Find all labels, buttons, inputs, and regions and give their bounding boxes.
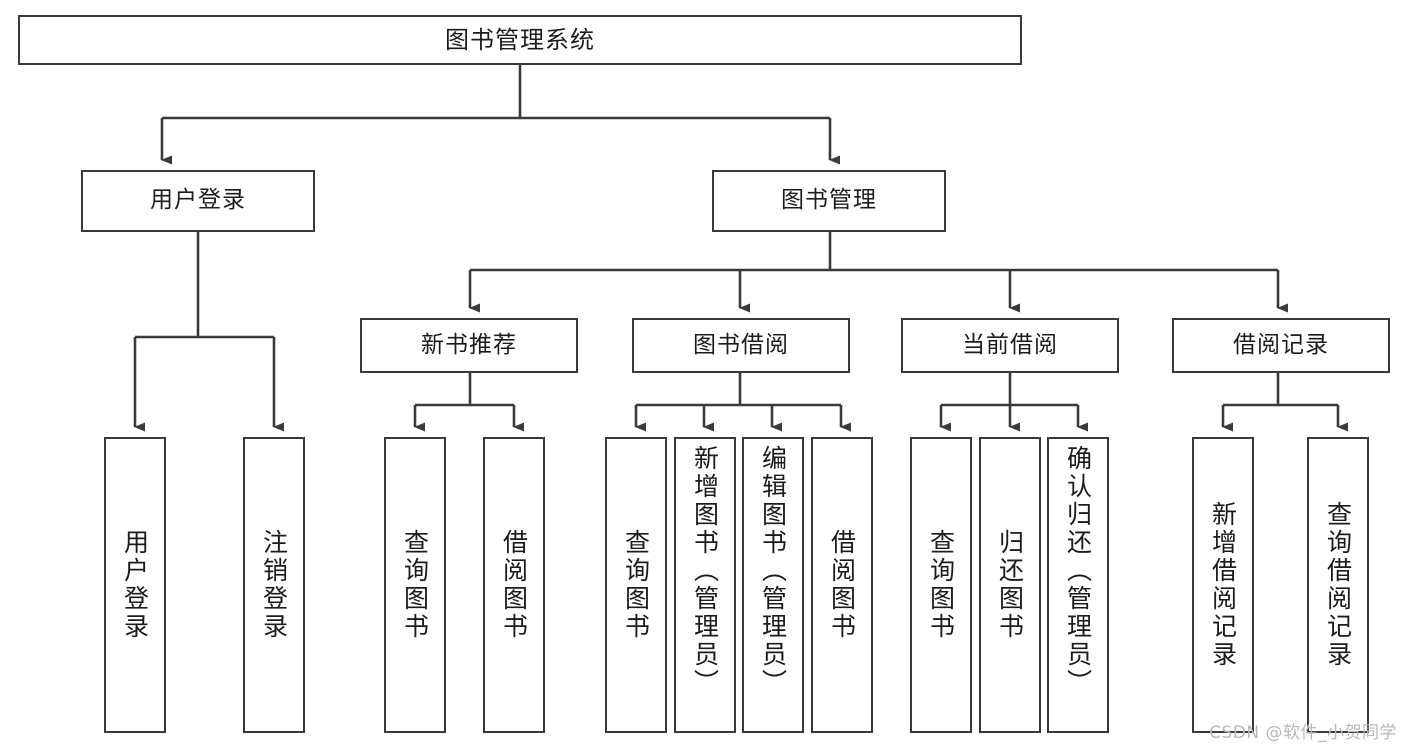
leaf-label-current-borrow-confirm: 确认归还（管理员） xyxy=(1063,445,1093,697)
leaf-new-book-borrow[interactable]: 借阅图书 xyxy=(483,437,545,733)
leaf-user-login-login[interactable]: 用户登录 xyxy=(104,437,166,733)
csdn-watermark: CSDN @软件_小贺同学 xyxy=(1209,723,1397,743)
node-label-borrow-record: 借阅记录 xyxy=(1233,331,1329,358)
node-label-user-login: 用户登录 xyxy=(150,187,246,214)
leaf-label-current-borrow-return: 归还图书 xyxy=(995,529,1025,641)
node-label-new-book-recommend: 新书推荐 xyxy=(421,331,517,358)
leaf-label-current-borrow-query: 查询图书 xyxy=(926,529,956,641)
leaf-label-new-book-query: 查询图书 xyxy=(400,529,430,641)
leaf-label-new-book-borrow: 借阅图书 xyxy=(499,529,529,641)
leaf-label-book-borrow-add: 新增图书（管理员） xyxy=(690,445,720,697)
leaf-book-borrow-borrow[interactable]: 借阅图书 xyxy=(811,437,873,733)
leaf-book-borrow-query[interactable]: 查询图书 xyxy=(605,437,667,733)
node-label-book-management: 图书管理 xyxy=(781,187,877,214)
node-root-system[interactable]: 图书管理系统 xyxy=(18,15,1022,65)
node-label-current-borrow: 当前借阅 xyxy=(962,331,1058,358)
leaf-book-borrow-add[interactable]: 新增图书（管理员） xyxy=(674,437,736,733)
leaf-label-borrow-record-query: 查询借阅记录 xyxy=(1323,501,1353,669)
node-book-borrow[interactable]: 图书借阅 xyxy=(632,318,850,373)
leaf-label-book-borrow-edit: 编辑图书（管理员） xyxy=(758,445,788,697)
node-user-login[interactable]: 用户登录 xyxy=(81,170,315,232)
leaf-book-borrow-edit[interactable]: 编辑图书（管理员） xyxy=(742,437,804,733)
node-label-book-borrow: 图书借阅 xyxy=(693,331,789,358)
node-label-root: 图书管理系统 xyxy=(445,25,595,54)
leaf-label-user-login-login: 用户登录 xyxy=(120,529,150,641)
node-new-book-recommend[interactable]: 新书推荐 xyxy=(360,318,578,373)
leaf-user-login-logout[interactable]: 注销登录 xyxy=(243,437,305,733)
leaf-label-book-borrow-borrow: 借阅图书 xyxy=(827,529,857,641)
leaf-borrow-record-query[interactable]: 查询借阅记录 xyxy=(1307,437,1369,733)
leaf-current-borrow-query[interactable]: 查询图书 xyxy=(910,437,972,733)
leaf-current-borrow-return[interactable]: 归还图书 xyxy=(979,437,1041,733)
node-book-management[interactable]: 图书管理 xyxy=(712,170,946,232)
leaf-borrow-record-add[interactable]: 新增借阅记录 xyxy=(1192,437,1254,733)
node-borrow-record[interactable]: 借阅记录 xyxy=(1172,318,1390,373)
leaf-label-book-borrow-query: 查询图书 xyxy=(621,529,651,641)
node-current-borrow[interactable]: 当前借阅 xyxy=(901,318,1119,373)
leaf-new-book-query[interactable]: 查询图书 xyxy=(384,437,446,733)
leaf-label-borrow-record-add: 新增借阅记录 xyxy=(1208,501,1238,669)
leaf-current-borrow-confirm[interactable]: 确认归还（管理员） xyxy=(1047,437,1109,733)
leaf-label-user-login-logout: 注销登录 xyxy=(259,529,289,641)
